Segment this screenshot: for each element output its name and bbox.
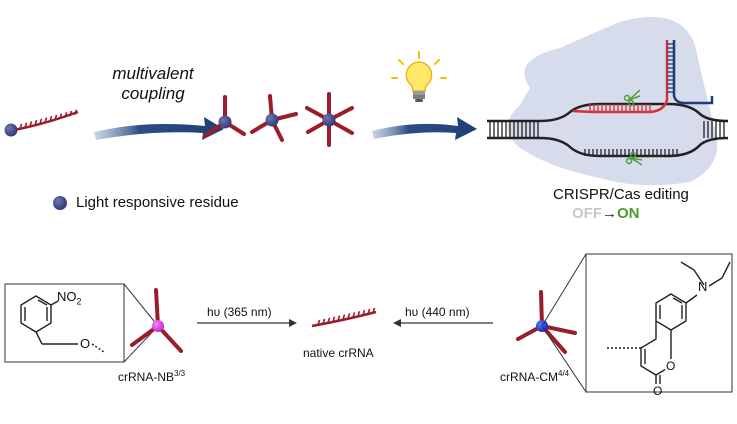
nitrobenzyl-structure xyxy=(20,295,105,353)
core-bead xyxy=(218,115,232,129)
ring-oxygen: O xyxy=(665,359,677,373)
switch-arrow: → xyxy=(602,205,617,222)
dna-duplex xyxy=(487,40,729,158)
crrna-nb-label: crRNA-NB3/3 xyxy=(118,369,186,384)
amine-nitrogen: N xyxy=(698,279,708,294)
cas-protein-halo xyxy=(507,16,718,186)
legend-label: Light responsive residue xyxy=(76,194,239,211)
light-responsive-bead xyxy=(4,123,18,137)
carbonyl-oxygen: O xyxy=(653,384,663,398)
uv-light-label: hυ (365 nm) xyxy=(207,305,272,319)
nb-structure-box xyxy=(4,283,125,363)
crrna-cm-conjugate xyxy=(516,290,577,354)
scissors-icon xyxy=(625,151,643,166)
coupling-arrow xyxy=(94,117,224,140)
on-label: ON xyxy=(617,205,640,222)
coupling-label: multivalent coupling xyxy=(112,64,194,103)
crrna-cm-label: crRNA-CM4/4 xyxy=(500,369,570,384)
blue-light-label: hυ (440 nm) xyxy=(405,305,470,319)
crispr-label: CRISPR/Cas editing xyxy=(553,186,689,203)
core-bead xyxy=(322,113,336,127)
nb-core-bead xyxy=(152,320,164,332)
crrna-strand-with-residue xyxy=(4,109,79,137)
off-on-switch: OFF→ON xyxy=(572,205,640,222)
legend-bead xyxy=(53,196,67,210)
light-activation-arrow xyxy=(372,117,477,140)
ether-oxygen: O xyxy=(80,336,91,351)
native-crrna-label: native crRNA xyxy=(303,346,374,360)
no2-group: NO2 xyxy=(57,289,82,307)
light-bulb-icon xyxy=(391,51,447,102)
scissors-icon xyxy=(623,89,641,107)
off-label: OFF xyxy=(572,205,602,222)
native-crrna xyxy=(311,307,377,328)
core-bead xyxy=(265,113,279,127)
